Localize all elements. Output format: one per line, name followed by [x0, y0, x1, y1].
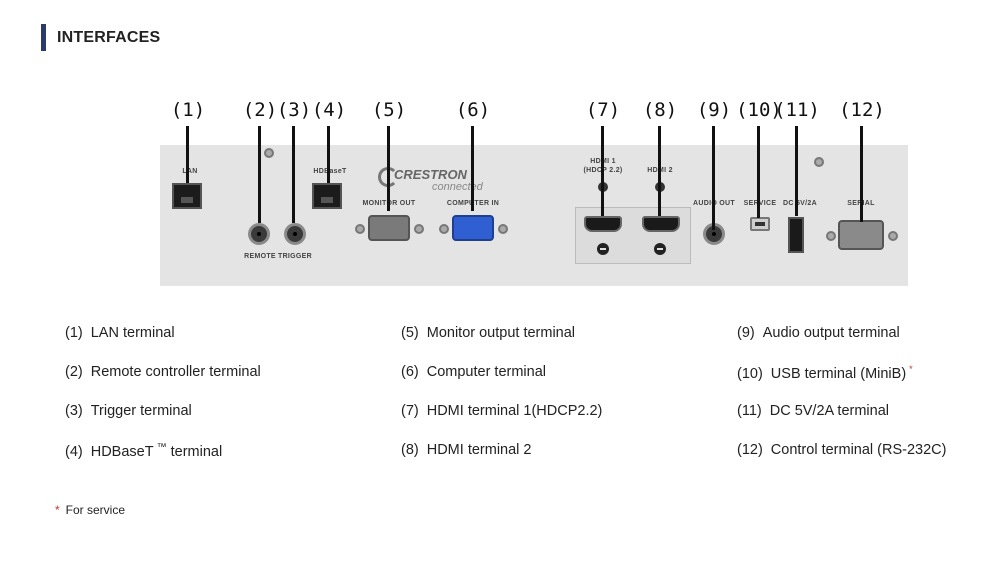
crestron-logo: CRESTRON connected	[378, 161, 490, 195]
legend-number: (10)	[737, 365, 763, 382]
leader-line-12	[860, 126, 863, 222]
remote-label: REMOTE	[244, 253, 276, 260]
lan-port-icon	[172, 183, 202, 209]
callout-7: (7)	[585, 99, 621, 121]
heading-accent-bar	[41, 24, 46, 51]
legend-number: (12)	[737, 442, 763, 458]
vga-screw-icon	[414, 224, 424, 234]
legend-text: LAN terminal	[90, 325, 175, 341]
vga-screw-icon	[439, 224, 449, 234]
panel-screw-icon	[264, 148, 274, 158]
dc-usb-port-icon	[788, 217, 804, 253]
ground-screw-icon	[597, 243, 609, 255]
legend-item-6: (6) Computer terminal	[401, 364, 546, 380]
legend-number: (11)	[737, 403, 762, 419]
panel-screw-icon	[814, 157, 824, 167]
legend-text: HDMI terminal 1(HDCP2.2)	[426, 403, 603, 419]
legend-item-12: (12) Control terminal (RS-232C)	[737, 442, 946, 458]
legend-text: Trigger terminal	[90, 403, 192, 419]
legend-number: (9)	[737, 325, 755, 341]
usb-minib-port-icon	[750, 217, 770, 231]
dc-label: DC 5V/2A	[783, 200, 817, 207]
leader-line-10	[757, 126, 760, 218]
callout-3: (3)	[276, 99, 312, 121]
legend-number: (6)	[401, 364, 419, 380]
legend-text: Computer terminal	[426, 364, 546, 380]
leader-line-4	[327, 126, 330, 183]
trademark-mark: ™	[156, 442, 167, 453]
legend-number: (2)	[65, 364, 83, 380]
vga-screw-icon	[355, 224, 365, 234]
remote-jack-icon	[248, 223, 270, 245]
footnote: * For service	[55, 503, 125, 517]
legend-text: DC 5V/2A terminal	[769, 403, 889, 419]
legend-text: Control terminal (RS-232C)	[770, 442, 947, 458]
legend-number: (5)	[401, 325, 419, 341]
legend-text: Audio output terminal	[762, 325, 900, 341]
monitor-out-vga-port-icon	[368, 215, 410, 241]
callout-12: (12)	[839, 99, 885, 121]
service-label: SERVICE	[743, 200, 777, 207]
callout-10: (10)	[736, 99, 782, 121]
legend-number: (7)	[401, 403, 419, 419]
legend-item-9: (9) Audio output terminal	[737, 325, 900, 341]
leader-line-9	[712, 126, 715, 230]
footnote-text: For service	[65, 503, 126, 517]
callout-8: (8)	[642, 99, 678, 121]
legend-number: (8)	[401, 442, 419, 458]
legend-item-10: (10) USB terminal (MiniB)*	[737, 364, 913, 382]
serial-rs232-port-icon	[838, 220, 884, 250]
legend-item-5: (5) Monitor output terminal	[401, 325, 575, 341]
legend-item-3: (3) Trigger terminal	[65, 403, 192, 419]
callout-1: (1)	[170, 99, 206, 121]
crestron-wordmark: CRESTRON	[394, 167, 467, 182]
leader-line-11	[795, 126, 798, 216]
legend-text: HDMI terminal 2	[426, 442, 532, 458]
leader-line-1	[186, 126, 189, 183]
hdmi1-port-icon	[584, 216, 622, 232]
leader-line-5	[387, 126, 390, 211]
lan-label: LAN	[182, 168, 198, 175]
legend-text-suffix: terminal	[170, 444, 223, 460]
section-heading: INTERFACES	[41, 24, 160, 51]
legend-item-1: (1) LAN terminal	[65, 325, 175, 341]
hdbaset-port-icon	[312, 183, 342, 209]
leader-line-6	[471, 126, 474, 211]
vga-screw-icon	[498, 224, 508, 234]
callout-5: (5)	[371, 99, 407, 121]
legend-number: (1)	[65, 325, 83, 341]
computer-in-vga-port-icon	[452, 215, 494, 241]
trigger-label: TRIGGER	[278, 253, 312, 260]
asterisk-mark: *	[909, 364, 913, 374]
callout-2: (2)	[242, 99, 278, 121]
serial-screw-icon	[826, 231, 836, 241]
callout-11: (11)	[774, 99, 820, 121]
hdmi2-port-icon	[642, 216, 680, 232]
ground-screw-icon	[654, 243, 666, 255]
legend-text: USB terminal (MiniB)	[770, 365, 907, 382]
leader-line-7	[601, 126, 604, 216]
legend-item-7: (7) HDMI terminal 1(HDCP2.2)	[401, 403, 602, 419]
footnote-asterisk: *	[55, 503, 60, 517]
legend-text: HDBaseT	[90, 444, 154, 460]
callout-6: (6)	[455, 99, 491, 121]
callout-4: (4)	[311, 99, 347, 121]
callout-9: (9)	[696, 99, 732, 121]
legend-item-2: (2) Remote controller terminal	[65, 364, 261, 380]
serial-screw-icon	[888, 231, 898, 241]
trigger-jack-icon	[284, 223, 306, 245]
legend-text: Remote controller terminal	[90, 364, 261, 380]
leader-line-3	[292, 126, 295, 223]
legend-item-8: (8) HDMI terminal 2	[401, 442, 531, 458]
legend-number: (3)	[65, 403, 83, 419]
hdbaset-label: HDBaseT	[313, 168, 347, 175]
page-title: INTERFACES	[57, 28, 161, 46]
legend-item-11: (11) DC 5V/2A terminal	[737, 403, 889, 419]
legend-text: Monitor output terminal	[426, 325, 576, 341]
leader-line-8	[658, 126, 661, 216]
legend-number: (4)	[65, 444, 83, 460]
crestron-connected-text: connected	[432, 181, 483, 193]
leader-line-2	[258, 126, 261, 223]
